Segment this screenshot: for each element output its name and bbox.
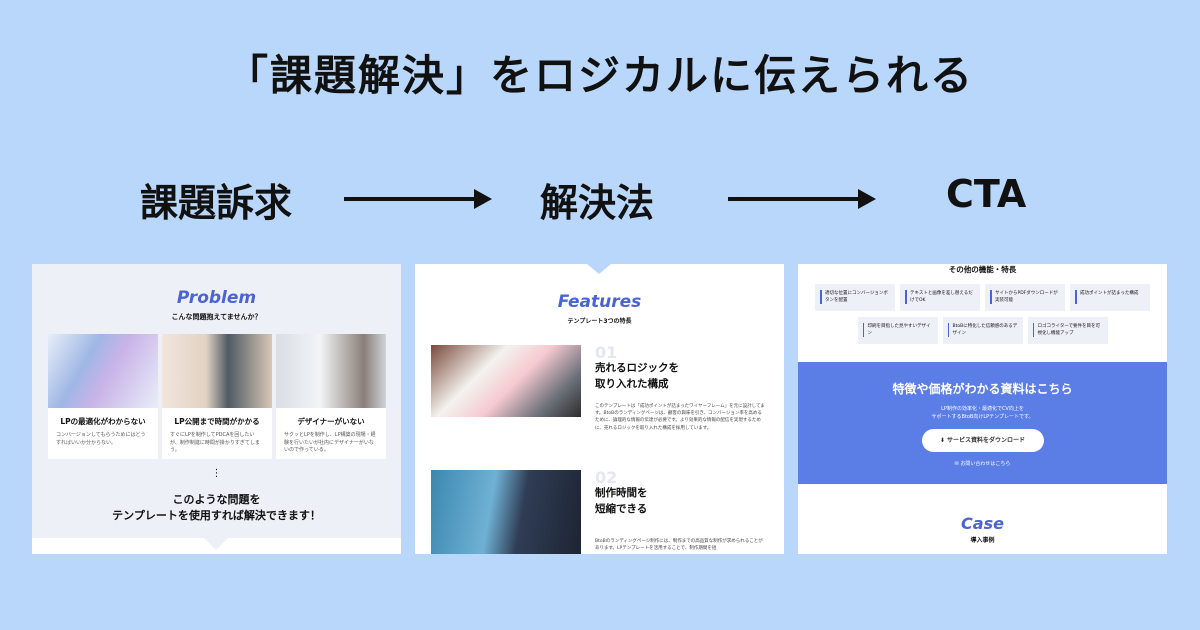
case-subtitle: 導入事例	[970, 537, 995, 544]
features-panel: Features テンプレート3つの特長 01 売れるロジックを 取り入れた構成…	[415, 264, 784, 554]
feature-number: 01	[595, 343, 618, 362]
down-notch-icon	[587, 264, 611, 274]
problem-title: Problem	[176, 288, 257, 308]
feature-chip: BtoBに特化した信頼感のあるデザイン	[942, 317, 1023, 344]
card-title: デザイナーがいない	[297, 417, 365, 426]
problem-card: LP公開まで時間がかかる すぐにLPを制作してPDCAを回したいが、制作制進に時…	[162, 334, 272, 459]
problem-cards: LPの最適化がわからない コンバージョンしてもらうためにはどうすればいいか分から…	[48, 334, 386, 459]
problem-subtitle: こんな問題抱えてませんか？	[171, 313, 262, 321]
card-description: コンバージョンしてもらうためにはどうすればいいか分からない。	[56, 432, 146, 446]
problem-card: デザイナーがいない サクッとLPを制作し、LP構築の現場・経験を行いたいが社内に…	[276, 334, 386, 459]
feature-description: このテンプレートは「成功ポイントが詰まったワイヤーフレーム」を元に設計してます。…	[595, 404, 765, 431]
feature-item: 01 売れるロジックを 取り入れた構成 このテンプレートは「成功ポイントが詰まっ…	[431, 343, 771, 445]
feature-chip: ロゴコライターで要件を目を可視化し機能アップ	[1027, 317, 1108, 344]
lead-line-2: テンプレートを使用すれば解決できます！	[112, 508, 321, 522]
contact-link[interactable]: ✉ お問い合わせはこちら	[798, 460, 1167, 467]
mail-icon: ✉	[954, 461, 959, 467]
feature-title-line: 制作時間を	[595, 487, 648, 499]
cta-description-line: サポートするBtoB向けLPテンプレートです。	[931, 414, 1034, 420]
download-button[interactable]: ⬇ サービス資料をダウンロード	[921, 429, 1044, 452]
flow-step-2: 解決法	[540, 181, 655, 225]
feature-description: BtoBのランディングページ制作には、制作までの高品質な制作が求められることがあ…	[595, 539, 763, 552]
cta-band: 特徴や価格がわかる資料はこちら LP制作の効率化・最適化でCV向上を サポートす…	[798, 362, 1167, 484]
feature-number: 02	[595, 468, 618, 487]
cta-title: 特徴や価格がわかる資料はこちら	[892, 382, 1073, 396]
problem-card: LPの最適化がわからない コンバージョンしてもらうためにはどうすればいいか分から…	[48, 334, 158, 459]
feature-chip: 適切な位置にコンバージョンボタンを配置	[815, 284, 895, 311]
feature-chip: サイトからPDFダウンロードが実装可能	[985, 284, 1065, 311]
card-description: すぐにLPを制作してPDCAを回したいが、制作制進に時間が掛かりすぎてしまう。	[170, 432, 260, 453]
download-button-label: サービス資料をダウンロード	[947, 437, 1026, 444]
feature-image	[431, 345, 581, 417]
card-image	[48, 334, 158, 408]
cta-panel: その他の機能・特長 適切な位置にコンバージョンボタンを配置 テキストと画像を差し…	[798, 264, 1167, 554]
vertical-dots-icon: ⋮	[211, 468, 222, 479]
feature-chips: 適切な位置にコンバージョンボタンを配置 テキストと画像を差し替えるだけでOK サ…	[798, 284, 1167, 344]
card-title: LP公開まで時間がかかる	[174, 417, 260, 426]
card-description: サクッとLPを制作し、LP構築の現場・経験を行いたいが社内にデザイナーがいないの…	[284, 432, 376, 453]
problem-lead: このような問題を テンプレートを使用すれば解決できます！	[32, 492, 401, 524]
card-title: LPの最適化がわからない	[60, 417, 146, 426]
headline: 「課題解決」をロジカルに伝えられる	[225, 51, 974, 100]
feature-title-line: 取り入れた構成	[595, 377, 669, 390]
case-title: Case	[961, 514, 1004, 533]
contact-link-label: お問い合わせはこちら	[960, 461, 1011, 467]
feature-chip: テキストと画像を差し替えるだけでOK	[900, 284, 980, 311]
down-notch-icon	[204, 538, 228, 550]
card-image	[276, 334, 386, 408]
problem-panel: Problem こんな問題抱えてませんか？ LPの最適化がわからない コンバージ…	[32, 264, 401, 554]
flow-step-3: CTA	[946, 172, 1027, 216]
feature-title-line: 売れるロジックを	[595, 362, 679, 374]
features-title: Features	[557, 292, 642, 312]
card-image	[162, 334, 272, 408]
cta-description: LP制作の効率化・最適化でCV向上を サポートするBtoB向けLPテンプレートで…	[798, 405, 1167, 421]
cta-description-line: LP制作の効率化・最適化でCV向上を	[941, 406, 1024, 412]
flow-arrow-1	[344, 189, 492, 209]
flow-step-1: 課題訴求	[140, 181, 293, 225]
feature-title: 制作時間を 短縮できる	[595, 486, 765, 518]
feature-image	[431, 470, 581, 554]
other-features-title: その他の機能・特長	[948, 265, 1017, 274]
lead-line-1: このような問題を	[172, 493, 261, 506]
feature-title-line: 短縮できる	[595, 502, 648, 515]
feature-item: 02 制作時間を 短縮できる BtoBのランディングページ制作には、制作までの高…	[431, 468, 771, 554]
download-icon: ⬇	[939, 437, 945, 444]
feature-title: 売れるロジックを 取り入れた構成	[595, 361, 765, 393]
features-subtitle: テンプレート3つの特長	[567, 318, 632, 325]
feature-chip: 印刷を目指した見やすいデザイン	[857, 317, 938, 344]
flow-arrow-2	[728, 189, 876, 209]
feature-chip: 成功ポイントが詰まった構成	[1070, 284, 1150, 311]
